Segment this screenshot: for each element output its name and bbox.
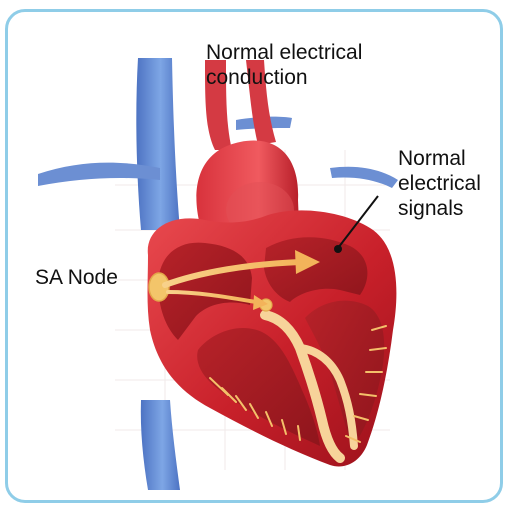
callout-dot <box>334 245 342 253</box>
diagram-title: Normal electrical conduction <box>206 40 362 90</box>
signals-label: Normal electrical signals <box>398 146 481 221</box>
heart <box>148 210 397 466</box>
sa-node-label: SA Node <box>35 265 118 290</box>
